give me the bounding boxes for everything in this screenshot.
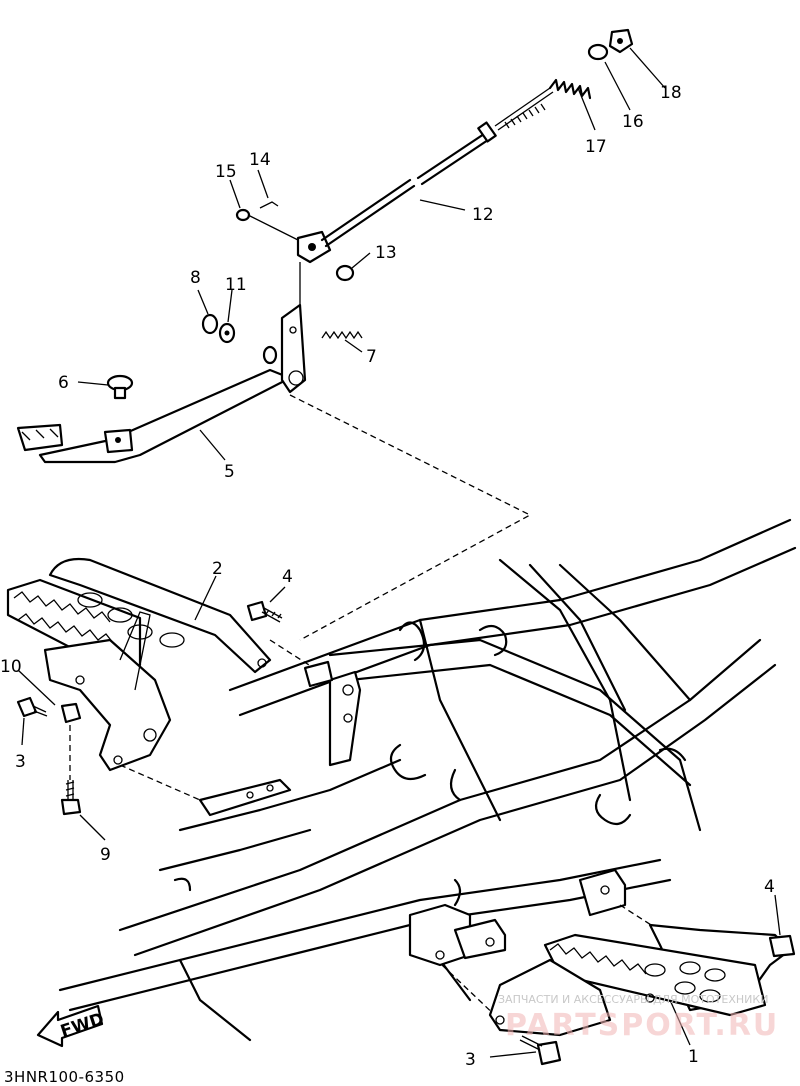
callout-9: 9 [100,845,111,865]
bolt-3-bottom [519,1035,562,1066]
callout-3-left: 3 [15,752,26,772]
frame-bracket-rear [578,868,627,917]
footrest-left-2 [6,557,272,772]
callout-13: 13 [375,243,397,263]
callout-10: 10 [0,657,22,677]
footrest-right-1 [488,923,792,1037]
nut-10 [60,702,82,724]
washers-8-11 [201,313,236,344]
fwd-label: FWD [58,1009,106,1042]
sleeve [303,660,334,688]
callout-8: 8 [190,268,201,288]
spring-7 [321,330,363,340]
brake-pedal [16,303,307,464]
frame-assembly [58,394,797,1042]
joint-18 [608,28,634,54]
watermark-line-2: PARTSPORT.RU [505,1008,779,1043]
bolt-4-upper [246,600,283,623]
callout-16: 16 [622,112,644,132]
fwd-arrow: FWD [36,1004,107,1048]
bolt-3-left [16,696,48,718]
adjust-nut-16 [587,43,609,61]
callout-2: 2 [212,559,223,579]
callout-3-bottom: 3 [465,1050,476,1070]
callout-6: 6 [58,373,69,393]
callout-labels: 1 2 3 3 4 4 5 6 7 8 9 10 11 12 13 14 15 … [0,83,775,1070]
callout-12: 12 [472,205,494,225]
callout-15: 15 [215,162,237,182]
callout-7: 7 [366,347,377,367]
callout-18: 18 [660,83,682,103]
bolt-4-right [768,934,796,958]
callout-11: 11 [225,275,247,295]
leader-lines [17,47,781,1058]
spring-17 [548,78,592,100]
cotter-pin-14 [259,201,279,209]
brake-mount-plate [328,670,362,767]
brake-rod-12 [296,87,554,305]
callout-1: 1 [688,1047,699,1067]
pin-15 [235,208,299,241]
callout-4-upper: 4 [282,567,293,587]
diagram-code: 3HNR100-6350 [4,1068,125,1086]
watermark: ЗАПЧАСТИ И АКСЕССУАРЫ ДЛЯ МОТОТЕХНИКИ PA… [498,993,779,1043]
callout-5: 5 [224,462,235,482]
callout-14: 14 [249,150,271,170]
callout-4-right: 4 [764,877,775,897]
callout-17: 17 [585,137,607,157]
watermark-line-1: ЗАПЧАСТИ И АКСЕССУАРЫ ДЛЯ МОТОТЕХНИКИ [498,993,768,1006]
bolt-9 [60,780,82,816]
adjust-knob-6 [106,374,134,400]
